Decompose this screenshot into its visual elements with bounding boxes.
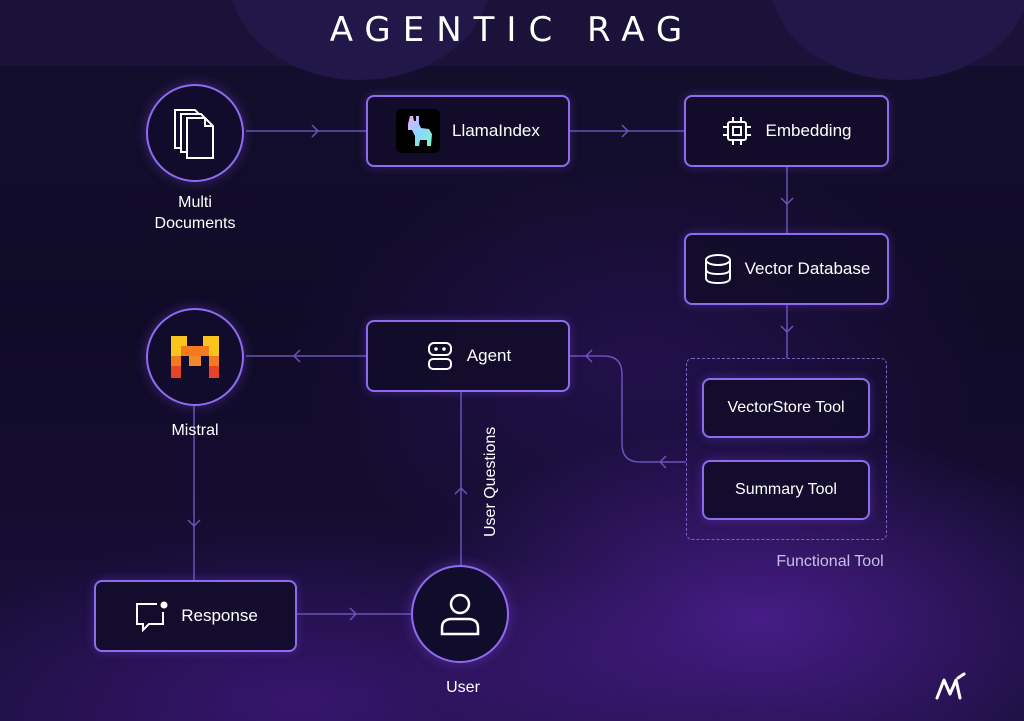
llamaindex-node: LlamaIndex <box>366 95 570 167</box>
agent-label: Agent <box>466 346 512 365</box>
vector-database-node: Vector Database <box>684 233 889 305</box>
mistral-logo <box>169 332 221 382</box>
edge-tools-agent <box>570 355 686 463</box>
mistral-node <box>146 308 244 406</box>
embedding-node: Embedding <box>684 95 889 167</box>
documents-icon <box>170 104 220 162</box>
summary-tool-node: Summary Tool <box>702 460 870 520</box>
arrow-head <box>780 197 794 206</box>
chat-bubble-icon <box>133 600 169 632</box>
llama-logo <box>396 109 440 153</box>
arrow-head <box>454 486 468 495</box>
database-icon <box>703 253 733 285</box>
multi-documents-label-line2: Documents <box>154 215 236 232</box>
arrow-head <box>292 349 301 363</box>
summary-tool-label: Summary Tool <box>735 481 837 498</box>
title-bar: AGENTIC RAG <box>0 0 1024 80</box>
functional-tool-group <box>686 358 887 540</box>
arrow-head <box>311 124 320 138</box>
mistral-label: Mistral <box>171 422 219 439</box>
vectorstore-tool-label: VectorStore Tool <box>727 399 845 416</box>
response-label: Response <box>181 606 258 625</box>
functional-tool-label: Functional Tool <box>776 553 884 570</box>
arrow-head <box>349 607 358 621</box>
multi-documents-node <box>146 84 244 182</box>
chip-icon <box>721 115 753 147</box>
arrow-head <box>621 124 630 138</box>
user-icon <box>436 590 484 638</box>
user-node <box>411 565 509 663</box>
robot-icon <box>425 340 455 372</box>
arrow-head <box>658 455 667 469</box>
agent-node: Agent <box>366 320 570 392</box>
multi-documents-label: Multi Documents <box>130 192 260 234</box>
user-questions-label: User Questions <box>482 426 499 537</box>
vectorstore-tool-node: VectorStore Tool <box>702 378 870 438</box>
arrow-head <box>187 519 201 528</box>
embedding-label: Embedding <box>765 121 852 140</box>
arrow-head <box>780 325 794 334</box>
multi-documents-label-line1: Multi <box>178 194 212 211</box>
arrow-head <box>584 349 593 363</box>
m-logo-icon <box>934 672 968 702</box>
vector-database-label: Vector Database <box>744 259 871 278</box>
llamaindex-label: LlamaIndex <box>452 121 540 140</box>
response-node: Response <box>94 580 297 652</box>
diagram-title: AGENTIC RAG <box>329 10 695 50</box>
user-label: User <box>446 679 480 696</box>
